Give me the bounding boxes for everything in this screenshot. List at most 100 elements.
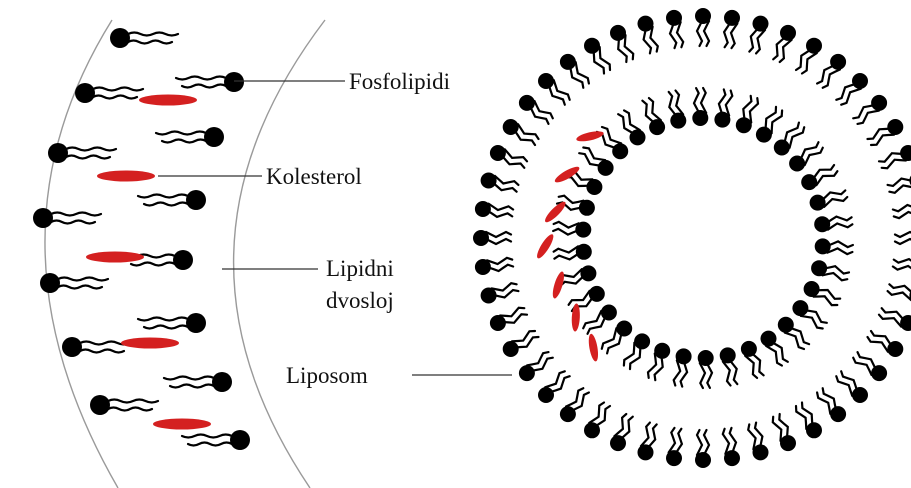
label-bilayer-line2: dvosloj [326, 288, 394, 313]
liposome-inner-phospholipid [642, 98, 665, 135]
lipid-head [598, 160, 614, 176]
inner-phospholipid [156, 127, 224, 147]
lipid-head [801, 174, 817, 190]
label-phospholipids: Fosfolipidi [349, 69, 450, 94]
liposome-inner-phospholipid [792, 300, 826, 328]
liposome-outer-phospholipid [895, 230, 911, 246]
lipid-head [698, 350, 714, 366]
lipid-head [230, 430, 250, 450]
lipid-head [473, 230, 489, 246]
lipid-head [724, 450, 740, 466]
lipid-head [741, 341, 757, 357]
lipid-head [62, 337, 82, 357]
liposome-outer-phospholipid [666, 428, 682, 466]
label-bilayer-line1: Lipidni [326, 256, 394, 281]
lipid-head [649, 119, 665, 135]
liposome-outer-phospholipid [888, 173, 911, 193]
lipid-head [575, 222, 591, 238]
lipid-head [806, 38, 822, 54]
lipid-head [780, 435, 796, 451]
lipid-head [212, 372, 232, 392]
lipid-head [714, 112, 730, 128]
lipid-head [580, 265, 596, 281]
lipid-head [814, 216, 830, 232]
lipid-tail [170, 385, 214, 388]
lipid-head [756, 127, 772, 143]
liposome-inner-phospholipid [624, 333, 650, 369]
liposome-outer-phospholipid [723, 428, 740, 466]
outer-phospholipid [110, 28, 178, 48]
lipid-head [676, 348, 692, 364]
lipid-head [538, 387, 554, 403]
liposome-inner-phospholipid [674, 348, 692, 386]
liposome-inner-phospholipid [756, 107, 782, 143]
cholesterol-molecule [97, 171, 155, 182]
lipid-tail [138, 195, 188, 198]
lipid-head [224, 72, 244, 92]
lipid-head [638, 16, 654, 32]
liposome-inner-phospholipid [736, 96, 758, 133]
lipid-tail [80, 350, 124, 353]
lipid-head [186, 190, 206, 210]
lipid-head [634, 333, 650, 349]
liposome-inner-phospholipid [698, 350, 714, 388]
lipid-head [75, 83, 95, 103]
lipid-head [40, 273, 60, 293]
liposome-inner-phospholipid [583, 305, 617, 334]
lipid-tail [176, 77, 226, 80]
lipid-head [48, 143, 68, 163]
label-cholesterol: Kolesterol [266, 164, 362, 189]
lipid-head [753, 444, 769, 460]
lipid-head [792, 300, 808, 316]
liposome-outer-phospholipid [773, 25, 796, 62]
lipid-head [695, 452, 711, 468]
liposome-cholesterol [550, 270, 566, 299]
lipid-tail [138, 318, 188, 321]
liposome-outer-phospholipid [796, 403, 822, 439]
liposome-inner-phospholipid [648, 343, 670, 380]
label-liposome: Liposom [286, 363, 368, 388]
liposome-outer-phospholipid [519, 95, 553, 124]
inner-phospholipid [164, 372, 232, 392]
lipid-tail [894, 259, 911, 265]
lipid-head [778, 317, 794, 333]
lipid-tail [888, 177, 911, 186]
lipid-head [789, 156, 805, 172]
liposome-inner-phospholipid [801, 165, 837, 190]
lipid-tail [66, 148, 116, 151]
lipid-head [670, 113, 686, 129]
outer-phospholipid [48, 143, 116, 163]
cholesterol-molecule [86, 252, 144, 263]
lipid-tail [188, 443, 232, 446]
lipid-tail [58, 286, 102, 289]
liposome-inner-phospholipid [810, 190, 848, 210]
lipid-tail [128, 41, 172, 44]
lipid-head [695, 8, 711, 24]
liposome-outer-phospholipid [773, 414, 796, 451]
liposome-outer-phospholipid [473, 230, 511, 246]
lipid-head [503, 119, 519, 135]
liposome-outer-phospholipid [748, 423, 768, 461]
liposome-inner-phospholipid [741, 341, 764, 378]
lipid-tail [144, 203, 188, 206]
lipid-tail [894, 212, 911, 218]
bilayer-inner-boundary [234, 20, 325, 488]
lipid-head [871, 95, 887, 111]
liposome-outer-phospholipid [893, 201, 911, 218]
lipid-head [560, 54, 576, 70]
lipid-head [601, 305, 617, 321]
lipid-head [610, 435, 626, 451]
liposome-outer-phospholipid [584, 38, 610, 74]
lipid-tail [108, 408, 152, 411]
liposome-cholesterol [571, 303, 580, 331]
lipid-head [804, 281, 820, 297]
liposome-outer-phospholipid [490, 145, 527, 168]
lipid-head [666, 10, 682, 26]
lipid-head [110, 28, 130, 48]
lipid-tail [893, 205, 911, 211]
lipid-tail [888, 291, 911, 300]
lipid-head [612, 143, 628, 159]
liposome-inner-phospholipid [804, 281, 841, 305]
liposome-outer-phospholipid [475, 258, 513, 275]
cholesterol-molecule [121, 338, 179, 349]
